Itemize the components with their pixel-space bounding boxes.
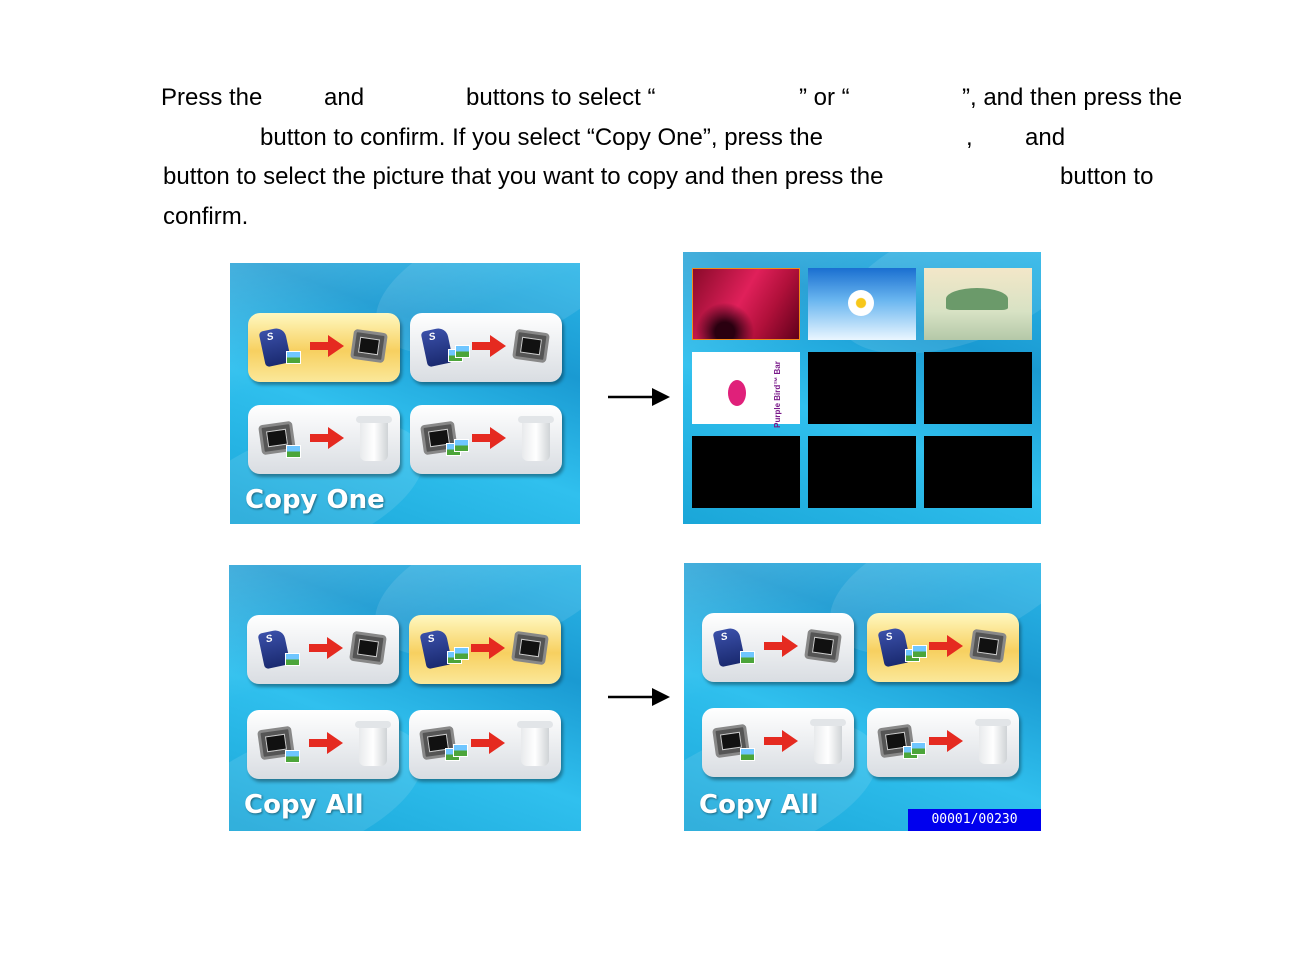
photo-icon — [740, 748, 755, 761]
thumbnail-browser-screen: Purple Bird™ Bar — [683, 252, 1041, 524]
delete-all-option[interactable] — [409, 710, 561, 779]
photo-icon — [286, 351, 301, 364]
copy-one-menu-screen: Copy One — [230, 263, 580, 524]
photo-frame-icon — [511, 630, 549, 666]
photo-icon — [454, 439, 469, 452]
red-arrow-icon — [764, 635, 798, 657]
thumbnail-empty[interactable] — [924, 436, 1032, 508]
thumbnail-empty[interactable] — [808, 436, 916, 508]
copy-all-option[interactable] — [410, 313, 562, 382]
copy-all-option[interactable] — [409, 615, 561, 684]
instruction-paragraph: Press the and buttons to select “ ” or “… — [0, 0, 1301, 240]
photo-frame-icon — [969, 628, 1007, 664]
instruction-text: buttons to select “ — [466, 84, 656, 111]
instruction-text: ”, and then press the — [962, 84, 1183, 111]
mode-label: Copy All — [244, 790, 364, 820]
trash-bin-icon — [356, 416, 392, 461]
copy-all-option[interactable] — [867, 613, 1019, 682]
trash-bin-icon — [518, 416, 554, 461]
red-arrow-icon — [309, 732, 343, 754]
photo-icon — [453, 744, 468, 757]
delete-all-option[interactable] — [867, 708, 1019, 777]
instruction-text: Press the — [161, 84, 263, 111]
copy-progress-counter: 00001/00230 — [908, 809, 1041, 831]
delete-all-option[interactable] — [410, 405, 562, 474]
photo-icon — [286, 445, 301, 458]
copy-all-progress-screen: Copy All 00001/00230 — [684, 563, 1041, 831]
daisy-icon — [848, 290, 874, 316]
delete-one-option[interactable] — [248, 405, 400, 474]
instruction-text: and — [1025, 124, 1066, 151]
copy-one-option[interactable] — [248, 313, 400, 382]
thumbnail-selected[interactable] — [692, 268, 800, 340]
photo-frame-icon — [804, 628, 842, 664]
red-arrow-icon — [471, 637, 505, 659]
instruction-text: , — [966, 124, 973, 151]
red-arrow-icon — [472, 427, 506, 449]
tree-icon — [946, 288, 1008, 310]
photo-frame-icon — [350, 328, 388, 364]
photo-icon — [285, 653, 300, 666]
photo-icon — [454, 647, 469, 660]
delete-one-option[interactable] — [702, 708, 854, 777]
copy-one-option[interactable] — [247, 615, 399, 684]
thumbnail-empty[interactable] — [808, 352, 916, 424]
mode-label: Copy One — [245, 485, 385, 515]
instruction-text: confirm. — [163, 203, 249, 230]
trash-bin-icon — [517, 721, 553, 766]
thumbnail-empty[interactable] — [692, 436, 800, 508]
red-arrow-icon — [310, 427, 344, 449]
photo-icon — [740, 651, 755, 664]
red-arrow-icon — [472, 335, 506, 357]
instruction-text: and — [324, 84, 365, 111]
copy-one-option[interactable] — [702, 613, 854, 682]
instruction-text: button to select the picture that you wa… — [163, 163, 884, 190]
red-arrow-icon — [310, 335, 344, 357]
photo-icon — [285, 750, 300, 763]
photo-icon — [912, 645, 927, 658]
red-arrow-icon — [929, 635, 963, 657]
thumbnail-text: Purple Bird™ Bar — [772, 361, 782, 428]
red-arrow-icon — [471, 732, 505, 754]
trash-bin-icon — [975, 719, 1011, 764]
instruction-text: button to — [1060, 163, 1154, 190]
red-arrow-icon — [929, 730, 963, 752]
thumbnail[interactable] — [808, 268, 916, 340]
photo-frame-icon — [512, 328, 550, 364]
instruction-text: ” or “ — [799, 84, 850, 111]
photo-icon — [911, 742, 926, 755]
thumbnail[interactable] — [924, 268, 1032, 340]
photo-icon — [455, 345, 470, 358]
thumbnail[interactable]: Purple Bird™ Bar — [692, 352, 800, 428]
red-arrow-icon — [764, 730, 798, 752]
photo-frame-icon — [349, 630, 387, 666]
right-arrow-icon — [608, 688, 670, 706]
instruction-text: button to confirm. If you select “Copy O… — [260, 124, 823, 151]
bird-logo-icon — [728, 380, 746, 406]
mode-label: Copy All — [699, 790, 819, 820]
thumbnail-empty[interactable] — [924, 352, 1032, 424]
red-arrow-icon — [309, 637, 343, 659]
copy-all-menu-screen: Copy All — [229, 565, 581, 831]
right-arrow-icon — [608, 388, 670, 406]
delete-one-option[interactable] — [247, 710, 399, 779]
trash-bin-icon — [355, 721, 391, 766]
trash-bin-icon — [810, 719, 846, 764]
